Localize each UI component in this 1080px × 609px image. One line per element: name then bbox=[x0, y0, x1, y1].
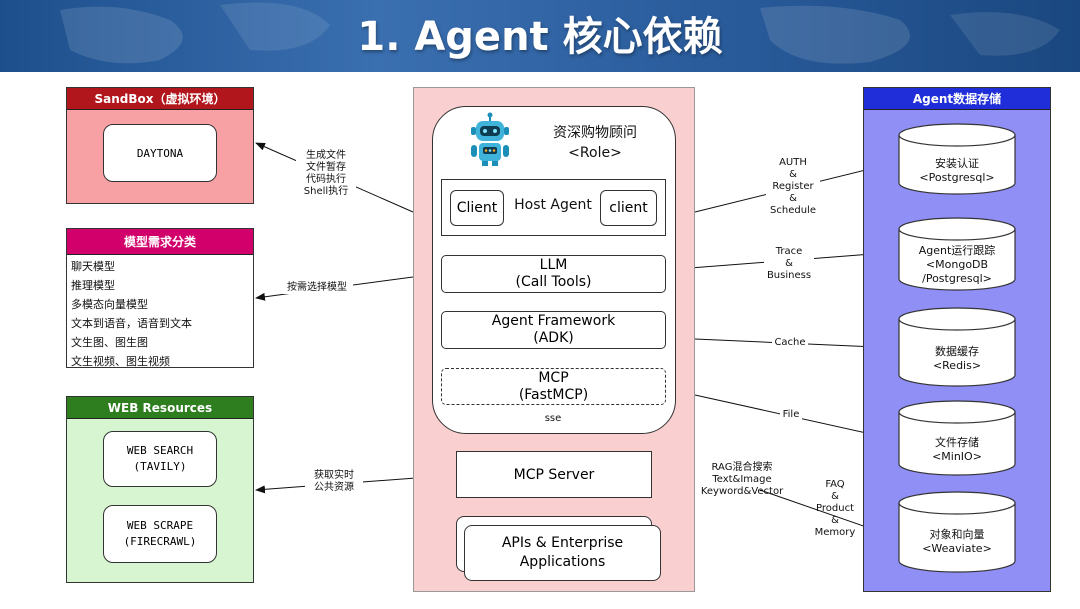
edge-label-models: 按需选择模型 bbox=[281, 282, 353, 294]
model-category-panel: 模型需求分类 聊天模型 推理模型 多模态向量模型 文本到语音，语音到文本 文生图… bbox=[66, 228, 254, 368]
client-left-box: Client bbox=[450, 190, 504, 226]
db-vector-engine: <Weaviate> bbox=[922, 542, 992, 555]
web-search-label: WEB SEARCH bbox=[126, 444, 194, 457]
edge-label-sandbox-line: 生成文件 bbox=[306, 150, 346, 161]
edge-label-sandbox-line: Shell执行 bbox=[303, 186, 349, 197]
db-auth: 安装认证 <Postgresql> bbox=[898, 123, 1016, 195]
edge-label-trace-line: Business bbox=[766, 270, 812, 281]
edge-label-rag: RAG混合搜索 Text&Image Keyword&Vector bbox=[700, 462, 784, 498]
model-item: 聊天模型 bbox=[71, 260, 115, 273]
model-item: 文本到语音，语音到文本 bbox=[71, 317, 192, 330]
sandbox-header: SandBox（虚拟环境） bbox=[67, 88, 253, 110]
mcp-server-box: MCP Server bbox=[456, 451, 652, 498]
edge-label-web-line: 公共资源 bbox=[314, 482, 354, 493]
mcp-client-box: MCP (FastMCP) bbox=[441, 368, 666, 405]
role-tag: <Role> bbox=[568, 145, 622, 161]
agent-framework-sublabel: (ADK) bbox=[533, 330, 574, 346]
model-item: 文生视频、图生视频 bbox=[71, 355, 170, 368]
apis-label: APIs & Enterprise bbox=[501, 535, 624, 551]
db-cache: 数据缓存 <Redis> bbox=[898, 307, 1016, 387]
db-auth-engine: <Postgresql> bbox=[919, 171, 995, 184]
edge-label-auth-line: & bbox=[789, 193, 797, 204]
db-file-engine: <MinIO> bbox=[932, 450, 982, 463]
edge-label-web-line: 获取实时 bbox=[314, 470, 354, 481]
edge-label-rag-line: Text&Image bbox=[712, 474, 772, 485]
web-resources-header: WEB Resources bbox=[67, 397, 253, 419]
web-search-provider: (TAVILY) bbox=[133, 460, 187, 473]
slide-title: 1. Agent 核心依赖 bbox=[357, 14, 723, 60]
agent-framework-box: Agent Framework (ADK) bbox=[441, 311, 666, 349]
db-vector-name: 对象和向量 bbox=[929, 528, 985, 541]
mcp-sublabel: (FastMCP) bbox=[518, 386, 589, 403]
apis-box: APIs & Enterprise Applications bbox=[464, 525, 661, 581]
db-auth-name: 安装认证 bbox=[935, 157, 979, 170]
db-trace-engine: <MongoDB bbox=[925, 258, 989, 271]
web-scrape-box: WEB SCRAPE (FIRECRAWL) bbox=[103, 505, 217, 563]
model-item: 文生图、图生图 bbox=[71, 336, 148, 349]
edge-label-faq-line: Product bbox=[816, 503, 854, 514]
edge-label-auth: AUTH & Register & Schedule bbox=[766, 157, 820, 217]
robot-icon bbox=[462, 112, 518, 168]
edge-label-trace-line: & bbox=[785, 258, 793, 269]
edge-label-faq-line: & bbox=[831, 491, 839, 502]
edge-label-rag-line: RAG混合搜索 bbox=[711, 462, 773, 473]
edge-label-trace: Trace & Business bbox=[764, 246, 814, 282]
edge-label-file: File bbox=[780, 409, 802, 421]
db-file: 文件存储 <MinIO> bbox=[898, 400, 1016, 476]
client-right-box: client bbox=[600, 190, 657, 226]
edge-label-cache: Cache bbox=[772, 337, 808, 349]
edge-label-sandbox: 生成文件 文件暂存 代码执行 Shell执行 bbox=[296, 150, 356, 198]
sse-label: sse bbox=[544, 413, 562, 424]
edge-label-rag-line: Keyword&Vector bbox=[700, 486, 784, 497]
web-search-box: WEB SEARCH (TAVILY) bbox=[103, 431, 217, 487]
sandbox-panel: SandBox（虚拟环境） DAYTONA bbox=[66, 87, 254, 204]
db-cache-engine: <Redis> bbox=[932, 359, 982, 372]
llm-sublabel: (Call Tools) bbox=[515, 274, 592, 290]
title-banner: 1. Agent 核心依赖 bbox=[0, 0, 1080, 72]
apis-sublabel: Applications bbox=[519, 554, 606, 570]
storage-header: Agent数据存储 bbox=[864, 88, 1050, 110]
edge-label-auth-line: AUTH bbox=[779, 157, 807, 168]
edge-label-web: 获取实时 公共资源 bbox=[305, 470, 363, 494]
model-item: 多模态向量模型 bbox=[71, 298, 148, 311]
agent-framework-label: Agent Framework bbox=[491, 313, 616, 329]
edge-label-faq-line: Memory bbox=[814, 527, 856, 538]
daytona-box: DAYTONA bbox=[103, 124, 217, 182]
web-scrape-provider: (FIRECRAWL) bbox=[123, 535, 197, 548]
db-trace-name: Agent运行跟踪 bbox=[918, 244, 996, 257]
db-cache-name: 数据缓存 bbox=[935, 345, 979, 358]
world-map-decoration bbox=[60, 2, 1060, 64]
edge-label-auth-line: Schedule bbox=[770, 205, 816, 216]
role-title: 资深购物顾问 <Role> bbox=[520, 123, 670, 163]
edge-label-auth-line: & bbox=[789, 169, 797, 180]
db-file-name: 文件存储 bbox=[935, 436, 979, 449]
edge-label-trace-line: Trace bbox=[775, 246, 803, 257]
host-agent-label: Host Agent bbox=[514, 197, 592, 213]
web-scrape-label: WEB SCRAPE bbox=[126, 519, 194, 532]
model-category-header: 模型需求分类 bbox=[67, 229, 253, 255]
db-vector: 对象和向量 <Weaviate> bbox=[898, 491, 1016, 573]
role-name: 资深购物顾问 bbox=[553, 125, 637, 141]
web-resources-panel: WEB Resources WEB SEARCH (TAVILY) WEB SC… bbox=[66, 396, 254, 583]
llm-label: LLM bbox=[539, 257, 568, 273]
edge-label-auth-line: Register bbox=[772, 181, 814, 192]
edge-label-faq-line: & bbox=[831, 515, 839, 526]
edge-label-sandbox-line: 代码执行 bbox=[306, 174, 346, 185]
db-trace-engine-alt: /Postgresql> bbox=[922, 272, 992, 285]
edge-label-faq-line: FAQ bbox=[825, 479, 845, 490]
llm-box: LLM (Call Tools) bbox=[441, 255, 666, 293]
db-trace: Agent运行跟踪 <MongoDB /Postgresql> bbox=[898, 217, 1016, 291]
model-item: 推理模型 bbox=[71, 279, 115, 292]
edge-label-sandbox-line: 文件暂存 bbox=[306, 162, 346, 173]
mcp-label: MCP bbox=[538, 369, 569, 386]
edge-label-faq: FAQ & Product & Memory bbox=[813, 479, 857, 539]
